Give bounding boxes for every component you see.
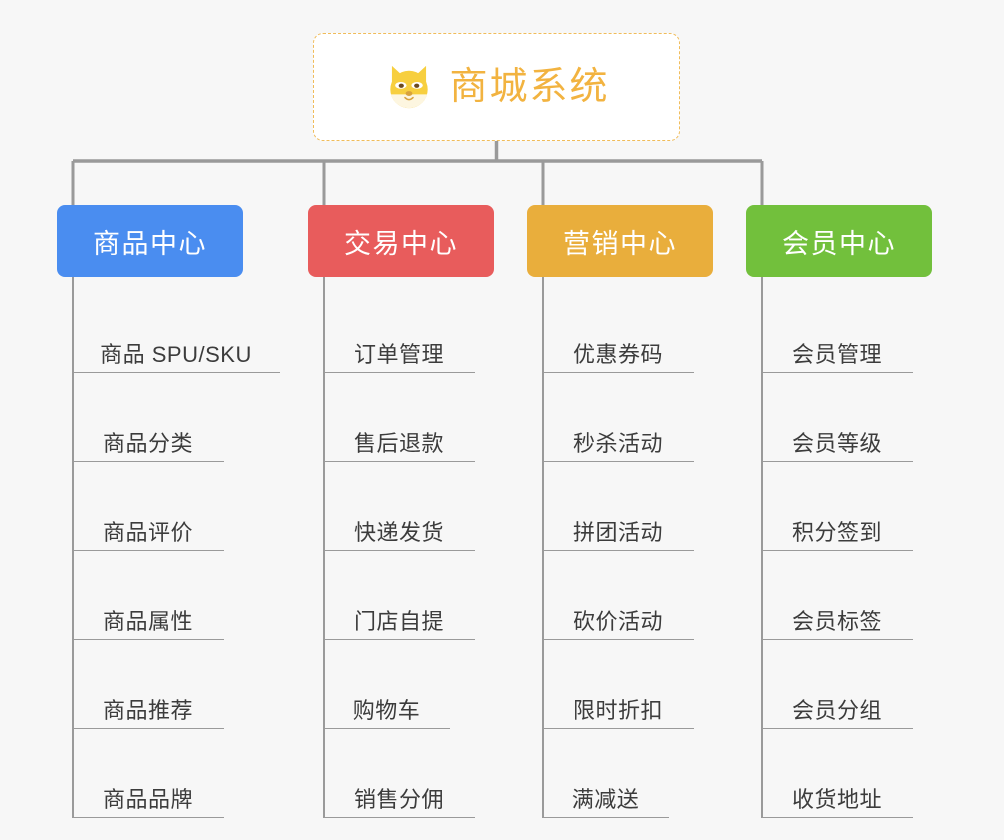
leaf-item-label: 商品分类 — [102, 430, 193, 456]
category-box-marketing-center[interactable]: 营销中心 — [527, 205, 713, 277]
leaf-item-label: 商品评价 — [102, 519, 193, 545]
category-label-product-center: 商品中心 — [93, 228, 207, 259]
root-node-title: 商城系统 — [449, 66, 610, 108]
leaf-item-label: 门店自提 — [353, 608, 444, 634]
leaf-item[interactable]: 售后退款 — [323, 373, 475, 462]
leaf-item-label: 商品 SPU/SKU — [100, 341, 252, 367]
category-box-product-center[interactable]: 商品中心 — [57, 205, 243, 277]
leaf-item-label: 销售分佣 — [353, 786, 444, 812]
leaf-item[interactable]: 会员管理 — [761, 284, 913, 373]
leaf-item-label: 购物车 — [352, 697, 421, 723]
leaf-item-label: 收货地址 — [791, 786, 882, 812]
leaf-item[interactable]: 会员标签 — [761, 551, 913, 640]
leaf-item[interactable]: 销售分佣 — [323, 729, 475, 818]
leaf-item-label: 快递发货 — [353, 519, 444, 545]
leaf-item-label: 订单管理 — [353, 341, 444, 367]
category-box-member-center[interactable]: 会员中心 — [746, 205, 932, 277]
leaf-item[interactable]: 订单管理 — [323, 284, 475, 373]
leaf-item-label: 会员等级 — [791, 430, 882, 456]
root-node-mall-system[interactable]: 商城系统 — [313, 33, 680, 141]
leaf-item-label: 会员标签 — [791, 608, 882, 634]
leaf-item[interactable]: 拼团活动 — [542, 462, 694, 551]
leaf-item-label: 秒杀活动 — [572, 430, 663, 456]
leaf-item-label: 会员分组 — [791, 697, 882, 723]
leaf-trunk-trade-center — [323, 284, 325, 818]
leaf-item[interactable]: 砍价活动 — [542, 551, 694, 640]
leaf-item-label: 售后退款 — [353, 430, 444, 456]
leaf-item-label: 商品品牌 — [102, 786, 193, 812]
category-box-trade-center[interactable]: 交易中心 — [308, 205, 494, 277]
leaf-item[interactable]: 商品 SPU/SKU — [72, 284, 280, 373]
leaf-item-label: 满减送 — [571, 786, 640, 812]
leaf-item-label: 商品推荐 — [102, 697, 193, 723]
leaf-item[interactable]: 秒杀活动 — [542, 373, 694, 462]
leaf-item[interactable]: 门店自提 — [323, 551, 475, 640]
leaf-item[interactable]: 商品属性 — [72, 551, 224, 640]
leaf-item[interactable]: 限时折扣 — [542, 640, 694, 729]
leaf-item[interactable]: 商品分类 — [72, 373, 224, 462]
leaf-item[interactable]: 会员等级 — [761, 373, 913, 462]
leaf-item[interactable]: 商品品牌 — [72, 729, 224, 818]
leaf-item[interactable]: 商品推荐 — [72, 640, 224, 729]
leaf-item[interactable]: 会员分组 — [761, 640, 913, 729]
leaf-item-label: 限时折扣 — [572, 697, 663, 723]
category-label-trade-center: 交易中心 — [344, 228, 458, 259]
leaf-item[interactable]: 快递发货 — [323, 462, 475, 551]
leaf-item-label: 优惠券码 — [572, 341, 663, 367]
leaf-trunk-member-center — [761, 284, 763, 818]
leaf-item-label: 会员管理 — [791, 341, 882, 367]
leaf-trunk-marketing-center — [542, 284, 544, 818]
category-label-marketing-center: 营销中心 — [563, 228, 677, 259]
leaf-item[interactable]: 收货地址 — [761, 729, 913, 818]
leaf-item[interactable]: 商品评价 — [72, 462, 224, 551]
leaf-item-label: 拼团活动 — [572, 519, 663, 545]
leaf-item-label: 商品属性 — [102, 608, 193, 634]
leaf-trunk-product-center — [72, 284, 74, 818]
leaf-item[interactable]: 满减送 — [542, 729, 669, 818]
leaf-item[interactable]: 优惠券码 — [542, 284, 694, 373]
shiba-dog-face-icon — [390, 65, 429, 109]
leaf-item[interactable]: 购物车 — [323, 640, 450, 729]
leaf-item[interactable]: 积分签到 — [761, 462, 913, 551]
leaf-item-label: 积分签到 — [791, 519, 882, 545]
leaf-item-label: 砍价活动 — [572, 608, 663, 634]
category-label-member-center: 会员中心 — [782, 228, 896, 259]
